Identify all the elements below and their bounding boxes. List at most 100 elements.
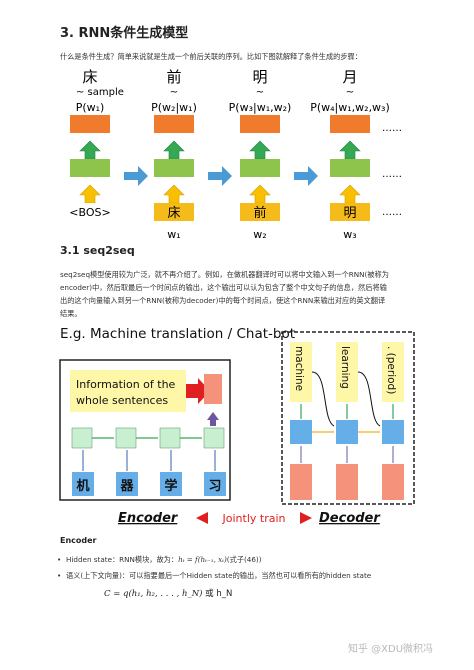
prob-label-4: P(w₄|w₁,w₂,w₃): [310, 101, 390, 114]
info-box: [70, 370, 186, 412]
input-char-4: 习: [208, 479, 221, 494]
prob-label-2: P(w₂|w₁): [151, 101, 197, 114]
left-arrow-icon: [196, 512, 208, 524]
encoder-hidden-4: [203, 427, 225, 449]
section-heading-rnn-conditional: 3. RNN条件生成模型: [60, 26, 189, 41]
section-intro: 什么是条件生成？简单来说就是生成一个前后关联的序列。比如下图就解释了条件生成的步…: [60, 52, 362, 61]
output-char-1: 床: [82, 68, 97, 86]
input-box-4: [330, 203, 370, 221]
encoder-output-box: [204, 374, 222, 404]
right-arrow-icon: [124, 166, 148, 186]
output-word-1: machine: [293, 346, 305, 391]
info-line-2: whole sentences: [76, 394, 168, 407]
input-bos: [70, 203, 110, 221]
decoder-input-1: [290, 464, 312, 500]
input-char-2: 器: [119, 479, 134, 494]
encoder-input-1: [72, 472, 94, 496]
feedback-curve: [357, 371, 381, 427]
paragraph-line: 结果。: [60, 309, 82, 318]
input-label-2: 床: [167, 206, 180, 221]
w-label-2: w₂: [253, 228, 266, 241]
output-word-3: . (period): [385, 346, 397, 394]
decoder-hidden-3: [382, 420, 404, 444]
watermark: 知乎 @XDU微积冯: [348, 644, 434, 655]
sample-label: ~ sample: [76, 87, 124, 98]
seq2seq-figure: E.g. Machine translation / Chat-bot Info…: [59, 326, 415, 526]
step-1: 床 ~ sample P(w₁) <BOS>: [69, 68, 124, 221]
decoder-input-3: [382, 464, 404, 500]
paragraph-line: 出的这个向量输入到另一个RNN(被称为decoder)中的每个时间点，使这个RN…: [60, 296, 386, 305]
input-box-2: [154, 203, 194, 221]
w-label-3: w₃: [343, 228, 356, 241]
seq2seq-paragraph: seq2seq模型使用较为广泛，就不再介绍了。例如，在做机器翻译时可以将中文输入…: [60, 268, 420, 320]
hidden-layer-2: [154, 159, 194, 177]
encoder-hidden-1: [71, 427, 93, 449]
decoder-output-3: [382, 342, 404, 402]
encoder-input-2: [116, 472, 138, 496]
input-label-4: 明: [343, 206, 356, 221]
prob-label-1: P(w₁): [76, 101, 105, 114]
encoder-hidden-2: [115, 427, 137, 449]
step-2: 前 ~ P(w₂|w₁) 床 w₁: [151, 68, 197, 241]
tilde-3: ~: [256, 87, 264, 98]
output-word-2: learning: [339, 346, 351, 389]
hidden-layer-3: [240, 159, 280, 177]
prob-label-3: P(w₃|w₁,w₂): [229, 101, 292, 114]
figure-title: E.g. Machine translation / Chat-bot: [60, 326, 295, 342]
section-heading-seq2seq: 3.1 seq2seq: [60, 244, 135, 257]
output-char-2: 前: [166, 68, 181, 86]
encoder-label: Encoder: [118, 511, 179, 526]
hidden-layer-1: [70, 159, 110, 177]
jointly-train-label: Jointly train: [222, 512, 286, 525]
right-arrow-icon: [294, 166, 318, 186]
bullet-text: Hidden state：RNN模块，故为：: [66, 555, 179, 564]
tilde-4: ~: [346, 87, 354, 98]
output-char-3: 明: [252, 68, 267, 86]
decoder-input-2: [336, 464, 358, 500]
decoder-output-1: [290, 342, 312, 402]
context-formula-tail: 或 h_N: [202, 589, 233, 599]
input-char-1: 机: [76, 478, 89, 494]
input-label-3: 前: [253, 205, 266, 221]
bullet-tail: (式子(46)): [226, 555, 262, 564]
paragraph-line: encoder)中，然后取最后一个时间点的输出，这个输出可以认为包含了整个中文句…: [60, 283, 387, 292]
output-layer-1: [70, 115, 110, 133]
feedback-curve: [311, 371, 335, 427]
input-label-1: <BOS>: [69, 206, 110, 219]
step-4: 月 ~ P(w₄|w₁,w₂,w₃) 明 w₃: [310, 68, 390, 241]
tilde-2: ~: [170, 87, 178, 98]
decoder-output-2: [336, 342, 358, 402]
output-layer-3: [240, 115, 280, 133]
decoder-frame: [281, 331, 415, 505]
step-3: 明 ~ P(w₃|w₁,w₂) 前 w₂: [229, 68, 292, 241]
ellipsis-bottom: ……: [382, 207, 402, 218]
right-arrow-icon: [208, 166, 232, 186]
bullet-context-vector: 语义(上下文向量)：可以指要最后一个Hidden state的输出，当然也可以看…: [57, 571, 371, 581]
input-char-3: 学: [164, 478, 177, 494]
info-line-1: Information of the: [76, 378, 176, 391]
conditional-generation-figure: 床 ~ sample P(w₁) <BOS> 前 ~ P(w₂|w₁) 床 w₁…: [69, 68, 402, 241]
ellipsis-top: ……: [382, 123, 402, 134]
paragraph-line: seq2seq模型使用较为广泛，就不再介绍了。例如，在做机器翻译时可以将中文输入…: [60, 270, 389, 279]
encoder-input-3: [160, 472, 182, 496]
bullet-hidden-state: Hidden state：RNN模块，故为：hₜ = f(hₜ₋₁, xₜ)(式…: [57, 555, 262, 565]
w-label-1: w₁: [167, 228, 180, 241]
hidden-layer-4: [330, 159, 370, 177]
decoder-hidden-1: [290, 420, 312, 444]
right-arrow-icon: [300, 512, 312, 524]
encoder-hidden-3: [159, 427, 181, 449]
context-formula: C = q(h₁, h₂, . . . , h_N) 或 h_N: [104, 587, 232, 599]
ellipsis-middle: ……: [382, 169, 402, 180]
output-layer-4: [330, 115, 370, 133]
input-box-3: [240, 203, 280, 221]
context-formula-main: C = q(h₁, h₂, . . . , h_N): [104, 589, 203, 599]
encoder-input-4: [204, 472, 226, 496]
output-char-4: 月: [342, 68, 357, 86]
hidden-state-formula: hₜ = f(hₜ₋₁, xₜ): [178, 555, 227, 564]
decoder-hidden-2: [336, 420, 358, 444]
encoder-frame: [59, 359, 231, 501]
encoder-heading: Encoder: [60, 536, 97, 545]
up-arrow-icon: [207, 412, 219, 426]
output-layer-2: [154, 115, 194, 133]
decoder-label: Decoder: [319, 511, 381, 526]
